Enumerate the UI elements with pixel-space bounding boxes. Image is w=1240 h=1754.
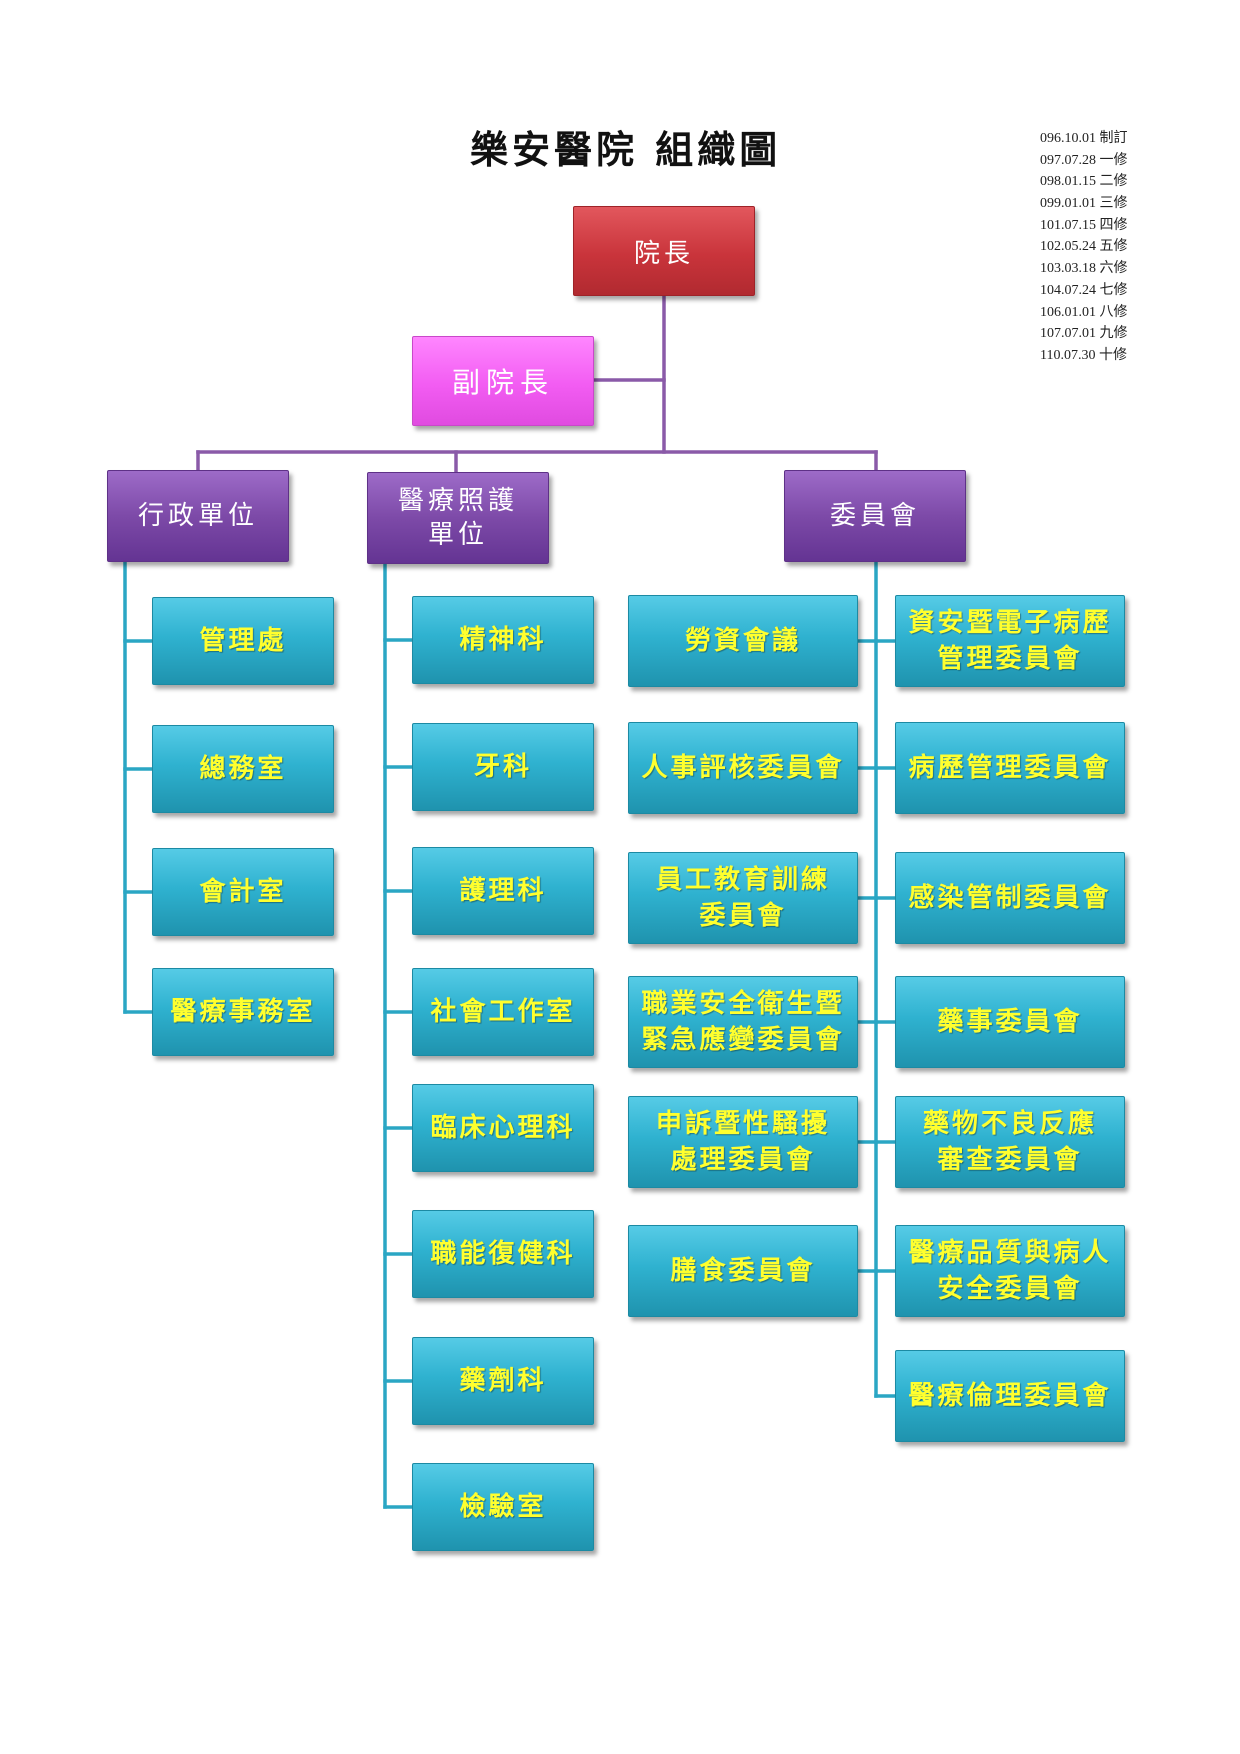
committee-left-box: 員工教育訓練委員會 xyxy=(628,852,858,944)
committee-right-box-label: 資安暨電子病歷 xyxy=(908,608,1112,638)
revision-entry: 107.07.01 九修 xyxy=(1040,326,1128,342)
committee-left-box-label: 委員會 xyxy=(699,901,787,931)
admin-unit-box: 會計室 xyxy=(152,848,334,936)
vice-president-node-label: 副院長 xyxy=(451,366,554,399)
medical-division-node: 醫療照護單位 xyxy=(367,472,549,564)
admin-unit-box: 總務室 xyxy=(152,725,334,813)
committee-left-box-label: 處理委員會 xyxy=(670,1145,816,1175)
revision-entry: 103.03.18 六修 xyxy=(1040,261,1128,277)
medical-unit-box-label: 護理科 xyxy=(459,876,547,906)
medical-unit-box-label: 檢驗室 xyxy=(459,1492,547,1522)
revision-entry: 097.07.28 一修 xyxy=(1040,152,1128,168)
medical-unit-box-label: 社會工作室 xyxy=(430,997,576,1027)
medical-unit-box-label: 職能復健科 xyxy=(430,1239,576,1269)
medical-unit-box: 精神科 xyxy=(412,596,594,684)
committee-left-box: 申訴暨性騷擾處理委員會 xyxy=(628,1096,858,1188)
medical-division-node-label: 單位 xyxy=(427,520,488,550)
vice-president-node: 副院長 xyxy=(412,336,594,426)
committee-left-box: 職業安全衛生暨緊急應變委員會 xyxy=(628,976,858,1068)
committee-division-node: 委員會 xyxy=(784,470,966,562)
committee-right-box: 感染管制委員會 xyxy=(895,852,1125,944)
committee-left-box: 膳食委員會 xyxy=(628,1225,858,1317)
committee-right-box: 病歷管理委員會 xyxy=(895,722,1125,814)
committee-left-box-label: 勞資會議 xyxy=(684,626,801,656)
revision-entry: 104.07.24 七修 xyxy=(1040,282,1128,298)
medical-unit-box: 檢驗室 xyxy=(412,1463,594,1551)
medical-unit-box-label: 臨床心理科 xyxy=(430,1113,576,1143)
committee-left-box-label: 申訴暨性騷擾 xyxy=(655,1109,830,1139)
committee-division-node-label: 委員會 xyxy=(829,501,920,531)
committee-right-box-label: 管理委員會 xyxy=(937,644,1083,674)
medical-unit-box-label: 牙科 xyxy=(473,752,532,782)
president-node: 院長 xyxy=(573,206,755,296)
committee-right-box: 資安暨電子病歷管理委員會 xyxy=(895,595,1125,687)
committee-right-box-label: 審查委員會 xyxy=(937,1145,1083,1175)
medical-unit-box: 職能復健科 xyxy=(412,1210,594,1298)
committee-right-box-label: 感染管制委員會 xyxy=(908,883,1112,913)
committee-right-box: 醫療品質與病人安全委員會 xyxy=(895,1225,1125,1317)
revision-entry: 102.05.24 五修 xyxy=(1040,239,1128,255)
committee-right-box-label: 藥物不良反應 xyxy=(922,1109,1097,1139)
admin-division-node: 行政單位 xyxy=(107,470,289,562)
admin-unit-box: 管理處 xyxy=(152,597,334,685)
medical-unit-box-label: 精神科 xyxy=(459,625,547,655)
committee-right-box-label: 安全委員會 xyxy=(937,1274,1083,1304)
revision-entry: 106.01.01 八修 xyxy=(1040,304,1128,320)
medical-unit-box: 藥劑科 xyxy=(412,1337,594,1425)
medical-division-node-label: 醫療照護 xyxy=(397,486,518,516)
president-node-label: 院長 xyxy=(633,238,694,269)
page-title: 樂安醫院 組織圖 xyxy=(470,127,782,172)
admin-division-node-label: 行政單位 xyxy=(137,501,258,531)
medical-unit-box-label: 藥劑科 xyxy=(459,1366,547,1396)
committee-left-box-label: 人事評核委員會 xyxy=(641,753,845,783)
revision-entry: 110.07.30 十修 xyxy=(1040,347,1127,363)
medical-unit-box: 社會工作室 xyxy=(412,968,594,1056)
admin-unit-box-label: 醫療事務室 xyxy=(170,997,316,1027)
committee-right-box: 藥事委員會 xyxy=(895,976,1125,1068)
committee-right-box-label: 醫療倫理委員會 xyxy=(908,1381,1112,1411)
revision-entry: 099.01.01 三修 xyxy=(1040,196,1128,212)
committee-left-box-label: 員工教育訓練 xyxy=(655,865,830,895)
committee-right-box: 醫療倫理委員會 xyxy=(895,1350,1125,1442)
revision-history: 096.10.01 制訂 097.07.28 一修 098.01.15 二修 0… xyxy=(1040,128,1200,367)
committee-left-box: 人事評核委員會 xyxy=(628,722,858,814)
revision-entry: 101.07.15 四修 xyxy=(1040,217,1128,233)
admin-unit-box-label: 管理處 xyxy=(199,626,287,656)
admin-unit-box-label: 總務室 xyxy=(199,754,287,784)
committee-right-box: 藥物不良反應審查委員會 xyxy=(895,1096,1125,1188)
committee-right-box-label: 藥事委員會 xyxy=(937,1007,1083,1037)
admin-unit-box: 醫療事務室 xyxy=(152,968,334,1056)
revision-entry: 096.10.01 制訂 xyxy=(1040,131,1128,146)
medical-unit-box: 護理科 xyxy=(412,847,594,935)
revision-entry: 098.01.15 二修 xyxy=(1040,174,1128,190)
medical-unit-box: 牙科 xyxy=(412,723,594,811)
committee-left-box-label: 職業安全衛生暨 xyxy=(641,989,845,1019)
admin-unit-box-label: 會計室 xyxy=(199,877,287,907)
committee-left-box-label: 緊急應變委員會 xyxy=(641,1025,845,1055)
committee-right-box-label: 醫療品質與病人 xyxy=(908,1238,1112,1268)
committee-left-box: 勞資會議 xyxy=(628,595,858,687)
committee-right-box-label: 病歷管理委員會 xyxy=(908,753,1112,783)
committee-left-box-label: 膳食委員會 xyxy=(670,1256,816,1286)
medical-unit-box: 臨床心理科 xyxy=(412,1084,594,1172)
